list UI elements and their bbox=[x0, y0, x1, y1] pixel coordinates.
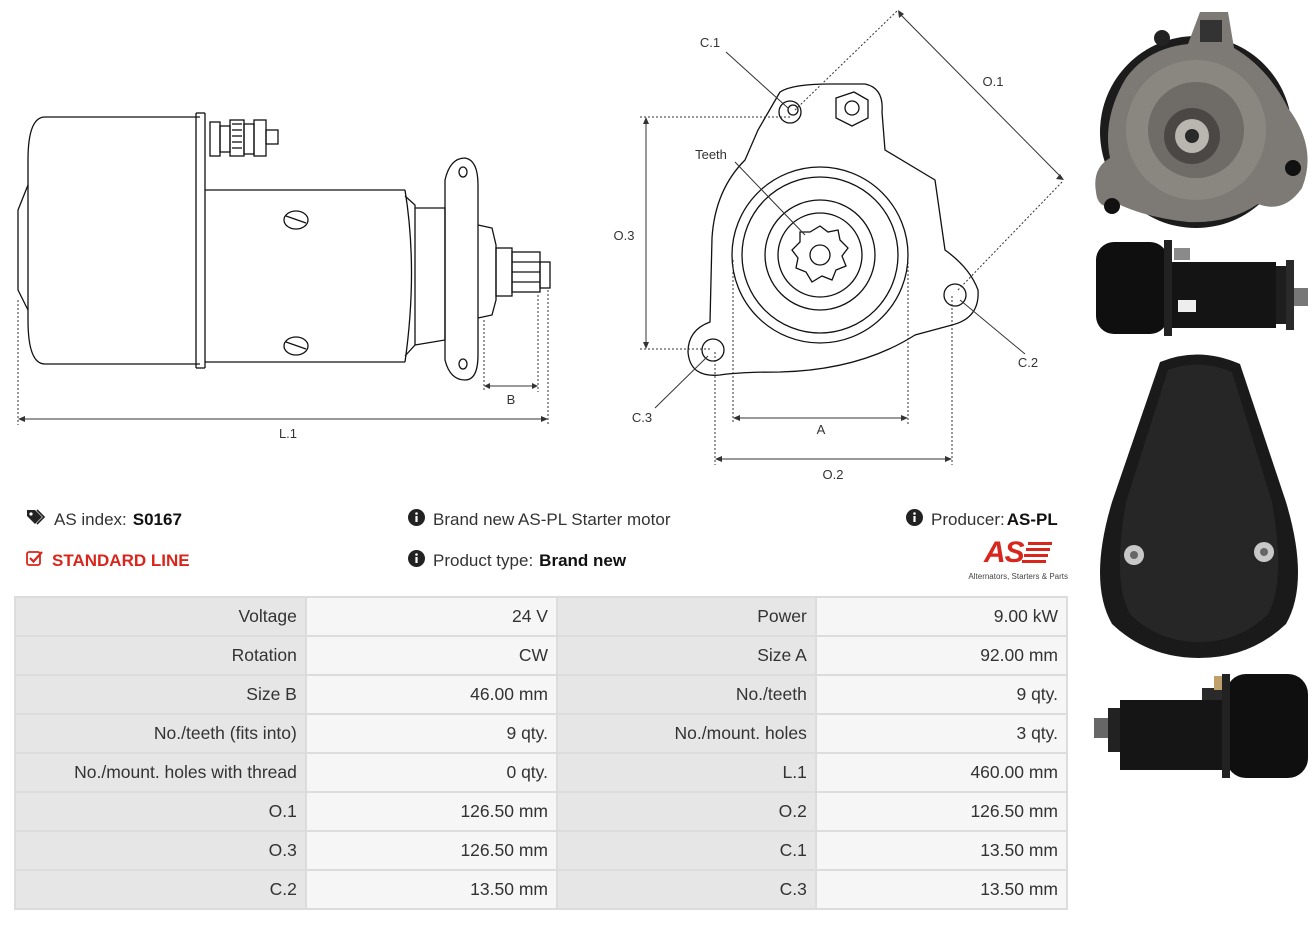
spec-value: 92.00 mm bbox=[816, 637, 1066, 674]
label-c3: C.3 bbox=[632, 410, 652, 425]
spec-label: No./teeth (fits into) bbox=[16, 715, 305, 752]
spec-label: Size B bbox=[16, 676, 305, 713]
table-row: O.3 126.50 mm C.1 13.50 mm bbox=[16, 832, 1066, 869]
spec-value: 9 qty. bbox=[816, 676, 1066, 713]
as-index: AS index: S0167 bbox=[26, 509, 182, 530]
spec-label: No./mount. holes bbox=[557, 715, 815, 752]
spec-label: C.3 bbox=[557, 871, 815, 908]
photo-side-view[interactable] bbox=[1090, 236, 1312, 340]
info-icon bbox=[408, 550, 425, 572]
label-o1: O.1 bbox=[983, 74, 1004, 89]
checkbox-checked-icon bbox=[26, 550, 44, 571]
tags-icon bbox=[26, 509, 46, 530]
info-icon bbox=[408, 509, 425, 531]
photo-angled-view[interactable] bbox=[1090, 670, 1310, 784]
photo-front-view[interactable] bbox=[1088, 8, 1310, 230]
specs-table: Voltage 24 V Power 9.00 kW Rotation CW S… bbox=[14, 596, 1068, 910]
logo-mark: AS bbox=[984, 536, 1025, 569]
spec-label: O.3 bbox=[16, 832, 305, 869]
product-type-label: Product type: bbox=[433, 551, 534, 570]
spec-label: Rotation bbox=[16, 637, 305, 674]
spec-value: 126.50 mm bbox=[306, 793, 556, 830]
spec-label: No./mount. holes with thread bbox=[16, 754, 305, 791]
standard-line: STANDARD LINE bbox=[26, 550, 190, 571]
front-view-drawing: C.1 O.1 Teeth O.3 C.2 C.3 A O.2 bbox=[614, 9, 1064, 482]
as-index-value: S0167 bbox=[132, 509, 182, 529]
spec-label: No./teeth bbox=[557, 676, 815, 713]
product-type-value: Brand new bbox=[539, 551, 627, 570]
spec-value: 126.50 mm bbox=[816, 793, 1066, 830]
spec-label: Size A bbox=[557, 637, 815, 674]
spec-value: 24 V bbox=[306, 598, 556, 635]
spec-label: Voltage bbox=[16, 598, 305, 635]
spec-label: O.1 bbox=[16, 793, 305, 830]
spec-value: 9.00 kW bbox=[816, 598, 1066, 635]
spec-value: 13.50 mm bbox=[816, 832, 1066, 869]
spec-label: O.2 bbox=[557, 793, 815, 830]
spec-value: CW bbox=[306, 637, 556, 674]
photo-rear-cover[interactable] bbox=[1090, 352, 1308, 660]
label-o2: O.2 bbox=[823, 467, 844, 482]
table-row: O.1 126.50 mm O.2 126.50 mm bbox=[16, 793, 1066, 830]
spec-value: 46.00 mm bbox=[306, 676, 556, 713]
standard-line-label: STANDARD LINE bbox=[52, 550, 190, 570]
label-o3: O.3 bbox=[614, 228, 635, 243]
label-a: A bbox=[817, 422, 826, 437]
producer-value: AS-PL bbox=[1006, 510, 1058, 529]
label-b: B bbox=[507, 392, 516, 407]
table-row: C.2 13.50 mm C.3 13.50 mm bbox=[16, 871, 1066, 908]
spec-value: 460.00 mm bbox=[816, 754, 1066, 791]
side-view-drawing: L.1 B bbox=[17, 112, 551, 441]
table-row: Rotation CW Size A 92.00 mm bbox=[16, 637, 1066, 674]
spec-value: 13.50 mm bbox=[306, 871, 556, 908]
producer-label: Producer: bbox=[931, 510, 1005, 529]
table-row: No./mount. holes with thread 0 qty. L.1 … bbox=[16, 754, 1066, 791]
spec-value: 3 qty. bbox=[816, 715, 1066, 752]
spec-label: L.1 bbox=[557, 754, 815, 791]
label-c1: C.1 bbox=[700, 35, 720, 50]
spec-value: 0 qty. bbox=[306, 754, 556, 791]
spec-value: 13.50 mm bbox=[816, 871, 1066, 908]
as-pl-logo: AS Alternators, Starters & Parts bbox=[962, 538, 1068, 584]
label-c2: C.2 bbox=[1018, 355, 1038, 370]
logo-tagline: Alternators, Starters & Parts bbox=[968, 572, 1068, 581]
spec-label: C.1 bbox=[557, 832, 815, 869]
spec-value: 9 qty. bbox=[306, 715, 556, 752]
spec-label: Power bbox=[557, 598, 815, 635]
product-type: Product type: Brand new bbox=[408, 550, 626, 572]
table-row: Size B 46.00 mm No./teeth 9 qty. bbox=[16, 676, 1066, 713]
producer: Producer: AS-PL bbox=[906, 509, 1058, 531]
table-row: Voltage 24 V Power 9.00 kW bbox=[16, 598, 1066, 635]
spec-label: C.2 bbox=[16, 871, 305, 908]
product-description: Brand new AS-PL Starter motor bbox=[408, 509, 670, 531]
label-teeth: Teeth bbox=[695, 147, 727, 162]
description-text: Brand new AS-PL Starter motor bbox=[433, 510, 671, 529]
table-row: No./teeth (fits into) 9 qty. No./mount. … bbox=[16, 715, 1066, 752]
as-index-label: AS index: bbox=[54, 509, 127, 529]
label-l1: L.1 bbox=[279, 426, 297, 441]
spec-value: 126.50 mm bbox=[306, 832, 556, 869]
info-icon bbox=[906, 509, 923, 531]
